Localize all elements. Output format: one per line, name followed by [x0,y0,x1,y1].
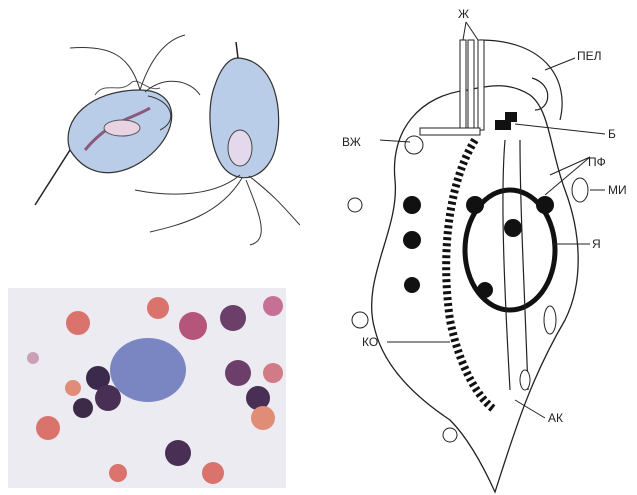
schematic-diagram: Ж ПЕЛ ВЖ Б ПФ МИ Я КО АК [300,0,637,495]
label-ya: Я [592,237,601,251]
label-mi: МИ [608,183,627,197]
label-zh: Ж [458,7,469,21]
label-ak: АК [548,411,563,425]
label-ko: КО [362,335,378,349]
micrograph [8,288,286,488]
cell-drawings [0,0,300,280]
label-vzh: ВЖ [342,135,361,149]
label-b: Б [608,127,616,141]
label-pf: ПФ [588,155,606,169]
label-pel: ПЕЛ [577,49,602,63]
left-cell-drawing [35,35,200,205]
